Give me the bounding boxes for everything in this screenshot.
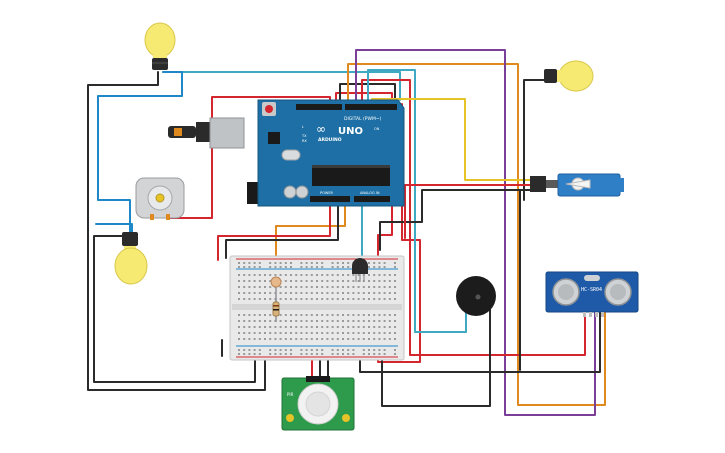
wire-black-right-column[interactable] [519,189,531,371]
dc-jack-plug-tip [174,128,182,136]
transistor[interactable] [352,258,368,282]
wire-blue-bulb-top[interactable] [97,71,183,235]
ultrasonic-label: HC-SR04 [581,287,602,293]
pir-dome-inner [305,391,331,417]
motor-terminal-left [150,214,154,220]
wire-purple-ultrasonic[interactable] [355,49,596,416]
ultrasonic-sensor[interactable]: HC-SR04 [545,271,639,317]
analog-header [354,196,390,202]
wire-cyan-bulb-top[interactable] [162,71,401,101]
pir-pot-left [286,414,294,422]
arduino-brand: ARDUINO [318,137,342,143]
wire-cyan-buzzer[interactable] [367,69,467,333]
motor-terminal-right [166,214,170,220]
usb-chip [268,132,280,144]
bulb-right-base [544,69,557,83]
power-header-label: POWER [320,191,334,195]
l-label: L [302,125,304,129]
bulb-right-glass [558,60,594,92]
bulb-right-neck [556,70,564,82]
reset-button-cap[interactable] [265,105,273,113]
bulb-right[interactable] [544,60,594,92]
tx-label: TX [301,134,307,138]
wire-black-power[interactable] [225,201,339,259]
bulb-bottom-left[interactable] [114,232,148,285]
bulb-top-base [152,58,168,70]
rx-label: RX [302,139,307,143]
bulb-bottom-glass [114,247,148,285]
chip-socket-top [312,165,390,168]
transistor-body [352,258,368,274]
arduino-uno[interactable]: DIGITAL (PWM~) ∞ UNO ARDUINO TX RX L ON … [168,99,405,207]
wire-black-servo[interactable] [379,189,533,251]
dc-motor[interactable] [135,177,185,220]
wire-black-ultrasonic[interactable] [359,311,601,373]
wire-black-bottom-bulb[interactable] [93,235,256,383]
ultrasonic-pin-4 [601,312,604,317]
wire-red-ultrasonic[interactable] [361,79,586,356]
power-header [310,196,350,202]
wire-red-servo[interactable] [404,184,533,239]
bulb-bottom-base [122,232,138,246]
arduino-model: UNO [338,126,363,137]
pir-sensor[interactable]: PIR [281,376,355,431]
resistor[interactable] [272,298,280,322]
piezo-buzzer[interactable] [456,276,496,316]
wire-orange-right-bulb[interactable] [347,63,606,406]
wire-red-power[interactable] [217,201,331,261]
ultrasonic-pin-2 [589,312,592,317]
wire-orange-photoresistor[interactable] [275,201,346,283]
digital-header-right [345,104,397,110]
bulb-top-neck [153,52,167,58]
ultrasonic-transducer-right-inner [610,284,626,300]
photoresistor-head [270,276,282,288]
resistor-band-2 [273,309,279,311]
wire-black-right-bulb[interactable] [523,79,549,201]
resistor-band-1 [273,305,279,307]
bulb-top-glass [144,22,176,58]
servo-connector [530,176,546,192]
motor-shaft [155,193,165,203]
on-label: ON [374,127,380,131]
ultrasonic-pin-1 [583,312,586,317]
wire-red-motor[interactable] [167,96,331,219]
capacitor-1 [283,185,297,199]
pir-pin-strip [306,376,330,382]
wire-black-bulb-top[interactable] [87,71,266,391]
ultrasonic-transducer-left-inner [558,284,574,300]
servo-wire-bundle [546,180,558,188]
ultrasonic-pin-3 [595,312,598,317]
servo-horn [565,179,591,189]
servo-motor[interactable] [530,173,624,197]
digital-header-label: DIGITAL (PWM~) [344,116,382,122]
capacitor-2 [295,185,309,199]
buzzer-hole [475,294,481,300]
arduino-logo-icon: ∞ [316,122,326,136]
breadboard[interactable] [229,255,405,361]
crystal-oscillator [281,149,301,161]
pir-pot-right [342,414,350,422]
microcontroller-chip [312,168,390,186]
servo-tab-right [618,178,624,192]
usb-cable [196,122,210,142]
breadboard-channel [232,304,402,310]
analog-header-label: ANALOG IN [360,191,380,195]
digital-header-left [296,104,342,110]
ultrasonic-crystal [584,275,600,281]
usb-port [209,117,245,149]
pir-label: PIR [287,392,294,397]
bulb-top[interactable] [144,22,176,70]
